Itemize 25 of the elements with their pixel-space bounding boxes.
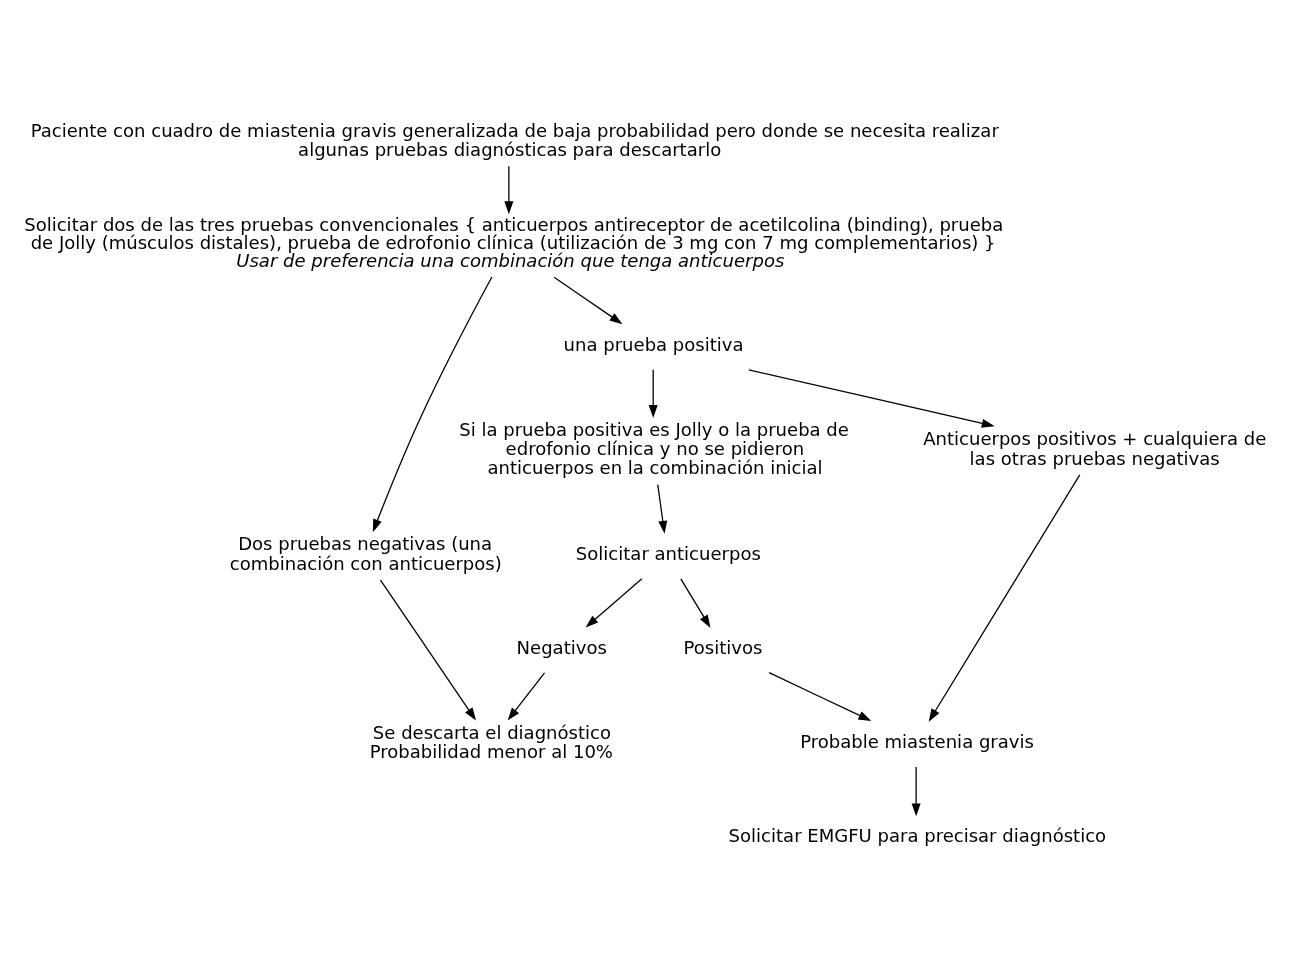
node-text: Negativos xyxy=(516,636,607,658)
node-text: una prueba positiva xyxy=(563,333,744,355)
node-text: Solicitar EMGFU para precisar diagnóstico xyxy=(728,824,1107,846)
arrow xyxy=(507,671,546,721)
node-text: Se descarta el diagnóstico Probabilidad menor al 10% xyxy=(369,721,614,762)
arrow xyxy=(379,579,477,721)
node-text: Positivos xyxy=(683,636,763,658)
node-text: Si la prueba positiva es Jolly o la prueba de edrofonio clínica y no se pidieron anticuerpos en la combinación inicial xyxy=(459,418,849,478)
arrow xyxy=(748,368,995,428)
node-text: Paciente con cuadro de miastenia gravis generalizada de baja probabilidad pero donde se necesita realizar algunas pruebas diagnósticas para descartarlo xyxy=(30,119,999,160)
node-text: Solicitar dos de las tres pruebas convencionales { anticuerpos antireceptor de acetilcolina (binding), prueba de Jolly (músculos distales), prueba de edrofonio clínica (utilización de 3 mg con 7 mg complementarios) } Usar de preferencia una combinación que tenga anticuerpos xyxy=(24,213,1004,271)
node-text: Dos pruebas negativas (una combinación con anticuerpos) xyxy=(229,532,502,574)
arrow xyxy=(372,275,493,532)
arrow xyxy=(768,671,872,721)
arrow xyxy=(928,473,1081,722)
arrow xyxy=(504,165,514,214)
arrow xyxy=(657,483,668,534)
arrow xyxy=(680,577,711,628)
arrow xyxy=(585,577,643,627)
node-text: Solicitar anticuerpos xyxy=(575,542,761,564)
node-text: Probable miastenia gravis xyxy=(800,730,1034,752)
arrow xyxy=(911,765,921,816)
arrow xyxy=(648,368,658,418)
node-text: Anticuerpos positivos + cualquiera de las otras pruebas negativas xyxy=(923,427,1267,469)
arrow xyxy=(553,276,623,324)
